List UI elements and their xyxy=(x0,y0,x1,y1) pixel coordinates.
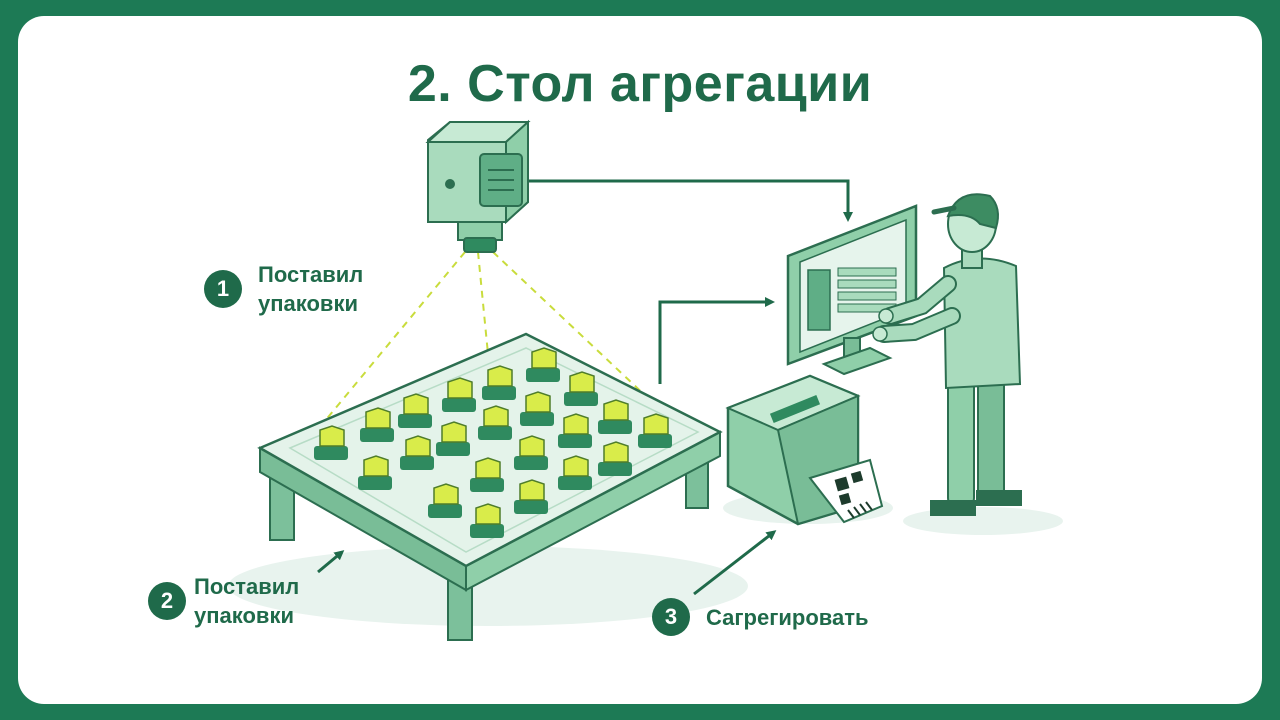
step-1-label: Поставил упаковки xyxy=(258,262,364,316)
step-2-badge: 2 xyxy=(148,582,186,620)
camera xyxy=(425,119,531,253)
package-box xyxy=(514,479,548,514)
monitor xyxy=(786,204,918,376)
package-box xyxy=(526,347,560,382)
diagram-card: 2. Стол агрегации xyxy=(18,16,1262,704)
package-box xyxy=(598,441,632,476)
aggregation-scene xyxy=(228,119,1063,641)
step-3: 3 Сагрегировать xyxy=(652,598,869,636)
step-2: 2 Поставил упаковки xyxy=(148,572,299,630)
step3-arrow xyxy=(693,530,777,596)
package-box xyxy=(442,377,476,412)
package-box xyxy=(436,421,470,456)
package-box xyxy=(358,455,392,490)
package-box xyxy=(514,435,548,470)
label-printer xyxy=(725,374,884,526)
package-box xyxy=(482,365,516,400)
package-box xyxy=(478,405,512,440)
package-box xyxy=(360,407,394,442)
package-box xyxy=(638,413,672,448)
printed-label xyxy=(808,458,884,524)
package-box xyxy=(470,503,504,538)
package-box xyxy=(520,391,554,426)
package-box xyxy=(398,393,432,428)
camera-to-monitor-arrow xyxy=(526,179,853,222)
package-box xyxy=(400,435,434,470)
aggregation-table xyxy=(257,332,723,641)
table-to-monitor-arrow xyxy=(658,297,775,384)
barcode-icon xyxy=(847,501,873,519)
step-3-badge: 3 xyxy=(652,598,690,636)
package-box xyxy=(598,399,632,434)
package-box xyxy=(564,371,598,406)
package-box xyxy=(558,455,592,490)
screen-panel xyxy=(807,269,831,331)
step-1-badge: 1 xyxy=(204,270,242,308)
package-box xyxy=(428,483,462,518)
package-box xyxy=(314,425,348,460)
package-boxes xyxy=(314,347,672,538)
step-1: 1 Поставил упаковки xyxy=(204,260,363,318)
qr-code-icon xyxy=(834,470,864,506)
scan-lines xyxy=(299,251,651,452)
flow-arrows xyxy=(317,179,853,596)
step-3-label: Сагрегировать xyxy=(706,604,869,630)
package-box xyxy=(470,457,504,492)
diagram-title: 2. Стол агрегации xyxy=(407,55,873,113)
package-box xyxy=(558,413,592,448)
operator xyxy=(872,193,1022,516)
step-2-label: Поставил упаковки xyxy=(194,574,300,628)
step2-arrow xyxy=(317,550,345,574)
